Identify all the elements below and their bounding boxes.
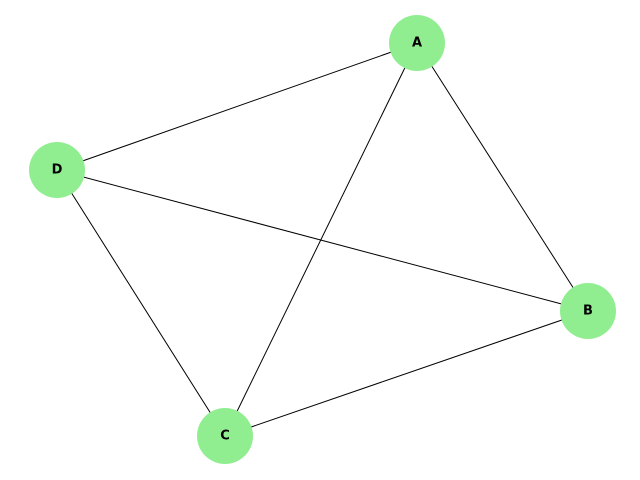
node-B [560, 283, 616, 339]
node-C [197, 408, 253, 464]
edge-layer [56, 42, 589, 437]
edge-C-B [224, 310, 589, 437]
edge-D-C [56, 169, 226, 437]
edge-D-B [56, 169, 589, 312]
edge-A-D [56, 42, 418, 171]
node-D [29, 142, 85, 198]
edge-A-C [224, 42, 418, 437]
edge-A-B [416, 42, 589, 312]
node-A [389, 15, 445, 71]
